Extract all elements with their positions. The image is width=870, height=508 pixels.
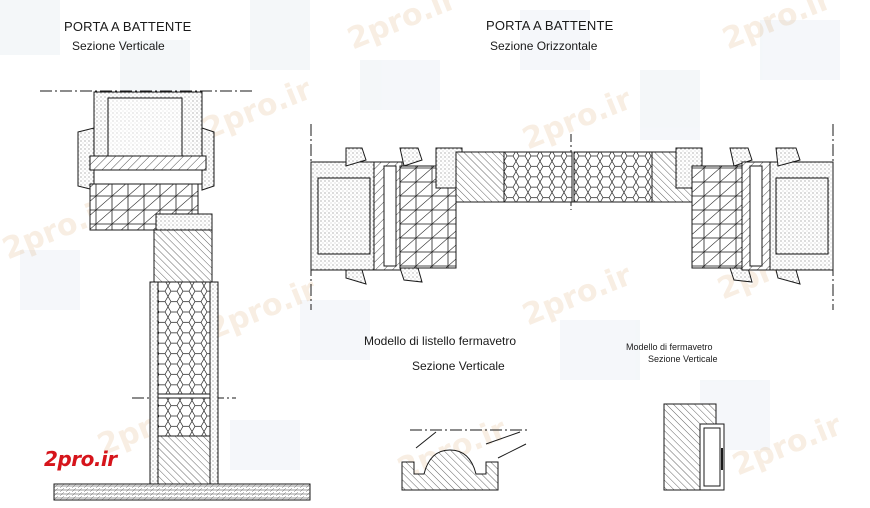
site-logo: 2pro.ir xyxy=(44,447,117,471)
right-title: PORTA A BATTENTE xyxy=(486,18,614,33)
small-model-subtitle: Sezione Verticale xyxy=(648,354,718,364)
left-title: PORTA A BATTENTE xyxy=(64,19,192,34)
left-subtitle: Sezione Verticale xyxy=(72,39,165,53)
small-model-title: Modello di fermavetro xyxy=(626,342,713,352)
model-title: Modello di listello fermavetro xyxy=(364,334,517,348)
model-subtitle: Sezione Verticale xyxy=(412,359,505,373)
right-subtitle: Sezione Orizzontale xyxy=(490,39,598,53)
